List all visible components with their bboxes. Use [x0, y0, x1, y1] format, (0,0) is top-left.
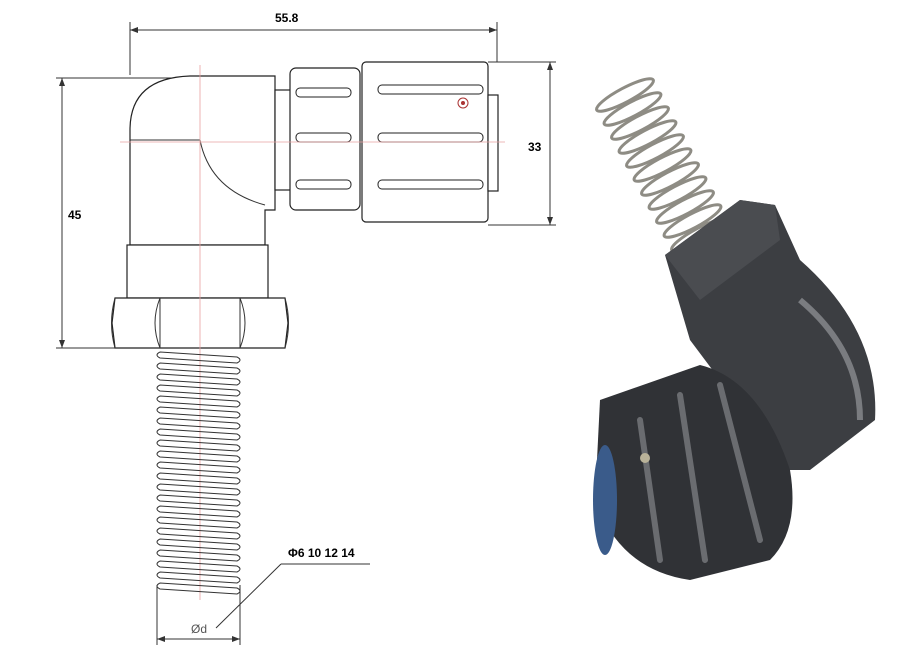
spring-coil — [156, 582, 241, 595]
elbow-body-drawing — [111, 75, 289, 349]
spring-coil — [156, 450, 241, 463]
photo-spring-coil — [655, 189, 715, 225]
spring-coil — [156, 428, 241, 441]
diameter-options-label: Φ6 10 12 14 — [288, 546, 355, 560]
spring-coil — [156, 527, 241, 540]
photo-spring-coil — [625, 133, 685, 169]
spring-coil — [156, 384, 241, 397]
spring-coil — [156, 461, 241, 474]
dimension-label-nut-height: 33 — [528, 140, 542, 154]
spring-coil — [156, 505, 241, 518]
spring-coil — [156, 439, 241, 452]
dimension-label-height: 45 — [68, 208, 82, 222]
photo-spring-coil — [632, 147, 693, 183]
spring-coil — [156, 549, 241, 562]
spring-coil — [156, 417, 241, 430]
dimension-overall-length: 55.8 — [129, 11, 498, 75]
photo-spring-coil — [617, 119, 678, 155]
photo-spring-coil — [662, 203, 723, 239]
spring-coil — [156, 538, 241, 551]
spring-coil — [156, 373, 241, 386]
dimension-diameter: Ød Φ6 10 12 14 — [156, 546, 370, 645]
centerlines — [120, 65, 505, 600]
photo-spring-coil — [647, 175, 708, 211]
spring-coil — [156, 483, 241, 496]
spring-coil — [156, 571, 241, 584]
diameter-symbol-label: Ød — [191, 622, 207, 636]
dimension-label-length: 55.8 — [275, 11, 299, 25]
spring-coil — [156, 351, 241, 364]
spring-drawing — [156, 351, 241, 595]
photo-spring-coil — [640, 161, 700, 197]
dimension-nut-height: 33 — [488, 61, 556, 226]
spring-coil — [156, 560, 241, 573]
spring-coil — [156, 472, 241, 485]
dimension-overall-height: 45 — [56, 77, 190, 349]
photo-spring-coil — [602, 91, 663, 127]
spring-coil — [156, 362, 241, 375]
photo-spring-coil — [595, 77, 655, 113]
photo-spring-coil — [610, 105, 670, 141]
spring-coil — [156, 516, 241, 529]
spring-coil — [156, 406, 241, 419]
spring-coil — [156, 395, 241, 408]
connector-photo — [593, 77, 876, 580]
spring-coil — [156, 494, 241, 507]
